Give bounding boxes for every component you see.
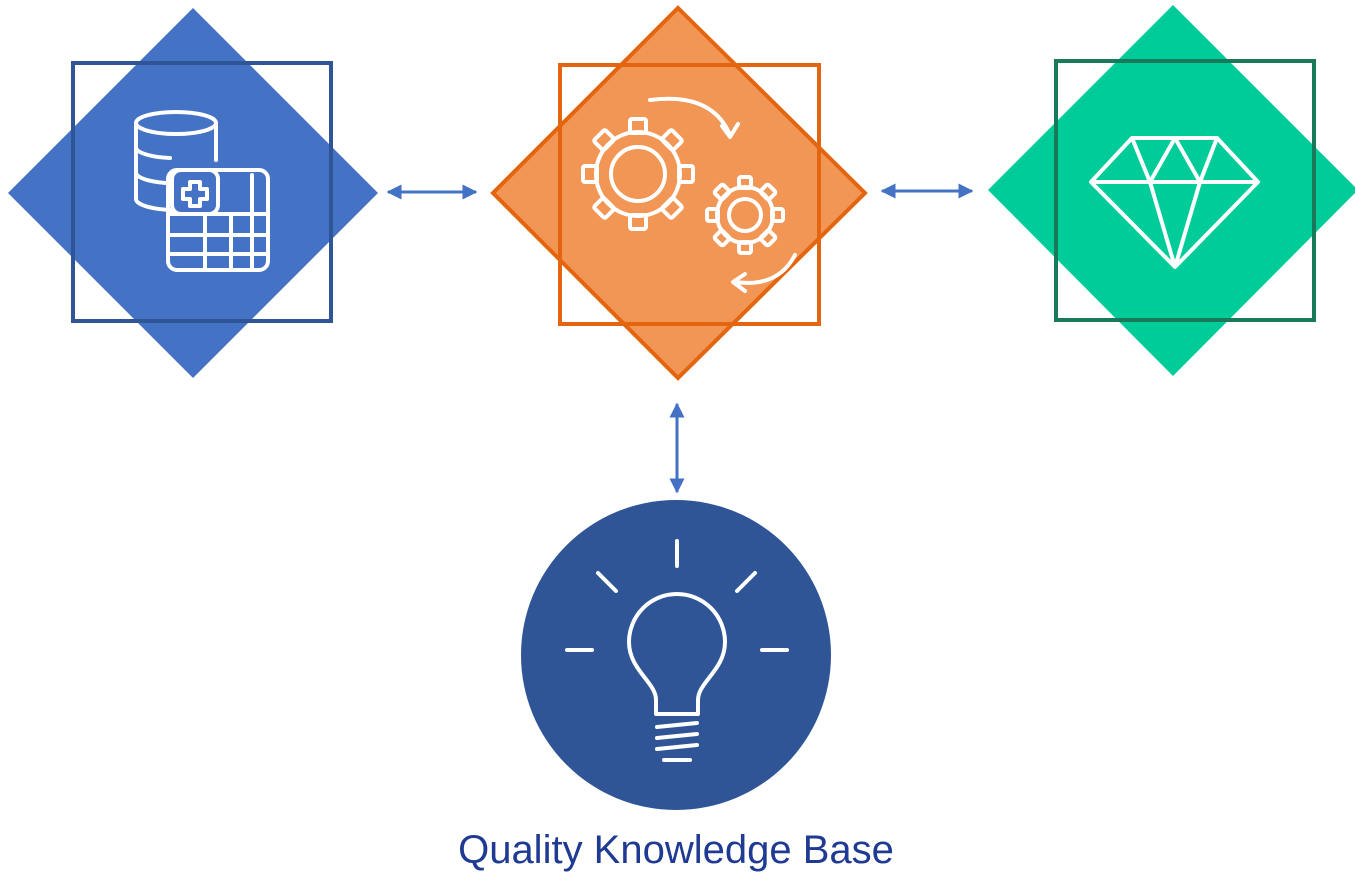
node-knowledge-base (521, 500, 831, 810)
cycle-arrow-top-icon (648, 96, 732, 137)
node-quality-value (988, 5, 1355, 376)
database-table-icon (134, 110, 270, 272)
knowledge-base-circle (521, 500, 831, 810)
lightbulb-icon (565, 539, 789, 762)
quality-value-diamond (988, 5, 1355, 376)
small-gear-icon (705, 175, 785, 255)
processing-frame (558, 63, 821, 326)
data-source-frame (71, 61, 333, 323)
knowledge-base-caption: Quality Knowledge Base (458, 828, 894, 872)
connectors (386, 183, 974, 494)
cycle-arrow-bottom-icon (733, 253, 797, 285)
gears-cycle-icon (581, 96, 797, 293)
processing-diamond (490, 5, 868, 381)
diamond-icon (1089, 136, 1260, 269)
node-data-source (8, 8, 378, 378)
quality-value-frame (1054, 59, 1316, 322)
large-gear-icon (581, 117, 695, 231)
node-processing (490, 5, 868, 381)
